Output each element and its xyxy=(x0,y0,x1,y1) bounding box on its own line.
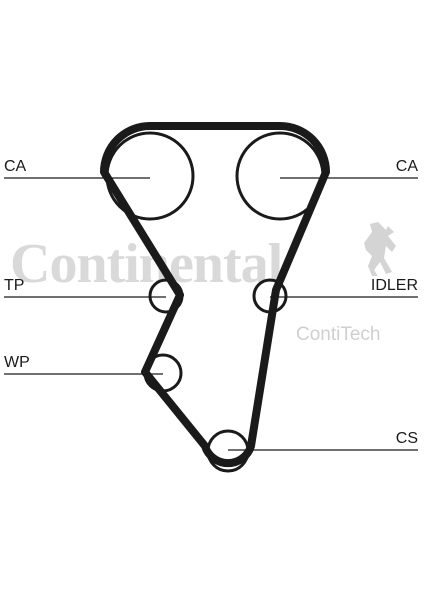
pulley-tensioner xyxy=(148,278,184,314)
label-tp: TP xyxy=(4,277,24,294)
label-ca-left: CA xyxy=(4,158,27,175)
label-ca-right: CA xyxy=(396,158,419,175)
pulley-crankshaft xyxy=(206,429,250,473)
timing-belt xyxy=(100,122,330,468)
continental-watermark: Continental ContiTech xyxy=(10,222,396,345)
leader-lines xyxy=(4,177,418,451)
label-cs: CS xyxy=(396,430,418,447)
label-wp: WP xyxy=(4,354,30,371)
horse-icon xyxy=(364,222,396,276)
label-idler: IDLER xyxy=(371,277,418,294)
pulley-water-pump xyxy=(143,353,183,393)
pulley-idler xyxy=(252,278,288,314)
pulley-camshaft-left xyxy=(105,131,195,221)
watermark-sub-brand: ContiTech xyxy=(296,324,381,345)
pulley-camshaft-right xyxy=(235,131,325,221)
